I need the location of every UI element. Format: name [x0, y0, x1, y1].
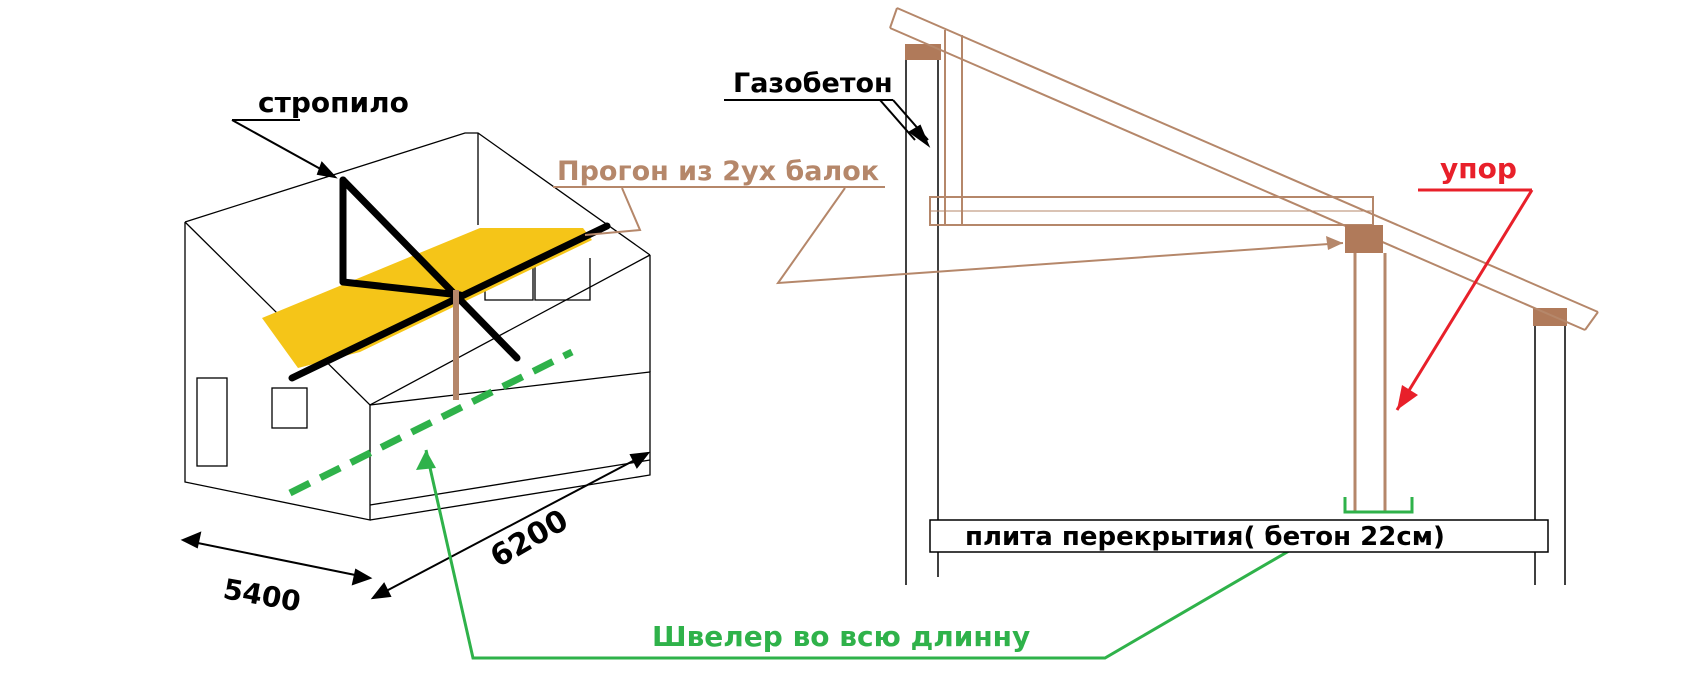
purlin-plane: [262, 228, 592, 368]
aerated-concrete-label: Газобетон: [733, 68, 893, 99]
aerated-concrete-leader: [724, 99, 931, 148]
dimension-5400: [180, 531, 373, 586]
section-left-post: [944, 30, 963, 225]
section-tie-beam: [929, 196, 1374, 226]
floor-slab-label: плита перекрытия( бетон 22см): [965, 522, 1445, 552]
dimension-6200-label: 6200: [485, 503, 575, 575]
dimension-5400-label: 5400: [221, 572, 303, 618]
window-icon: [271, 387, 308, 429]
rafter-leader: [231, 119, 338, 179]
wall-cap-right: [1533, 308, 1567, 326]
purlin-leader: [553, 186, 1344, 285]
wall-cap-left: [905, 44, 941, 60]
roof-back-outline: [184, 132, 651, 256]
support-post: [1353, 253, 1387, 512]
floor-slab: [929, 519, 1549, 553]
rafter-assembly: [288, 176, 611, 382]
section-walls: [905, 57, 1566, 585]
purlin-label: Прогон из 2ух балок: [557, 156, 879, 187]
front-wall-outline: [369, 371, 651, 521]
section-rafter: [889, 7, 1599, 331]
left-wall-outline: [184, 222, 371, 521]
channel-profile: [1343, 497, 1414, 514]
channel-dashed-line: [288, 348, 574, 497]
house-isometric: [184, 132, 651, 521]
dimension-6200: [370, 451, 651, 600]
door-icon: [196, 377, 228, 467]
purlin-block: [1345, 225, 1383, 253]
channel-label: Швелер во всю длинну: [652, 620, 1030, 653]
rafter-label: стропило: [258, 86, 409, 119]
support-label: упор: [1440, 152, 1517, 185]
support-arrow: [1395, 188, 1534, 411]
